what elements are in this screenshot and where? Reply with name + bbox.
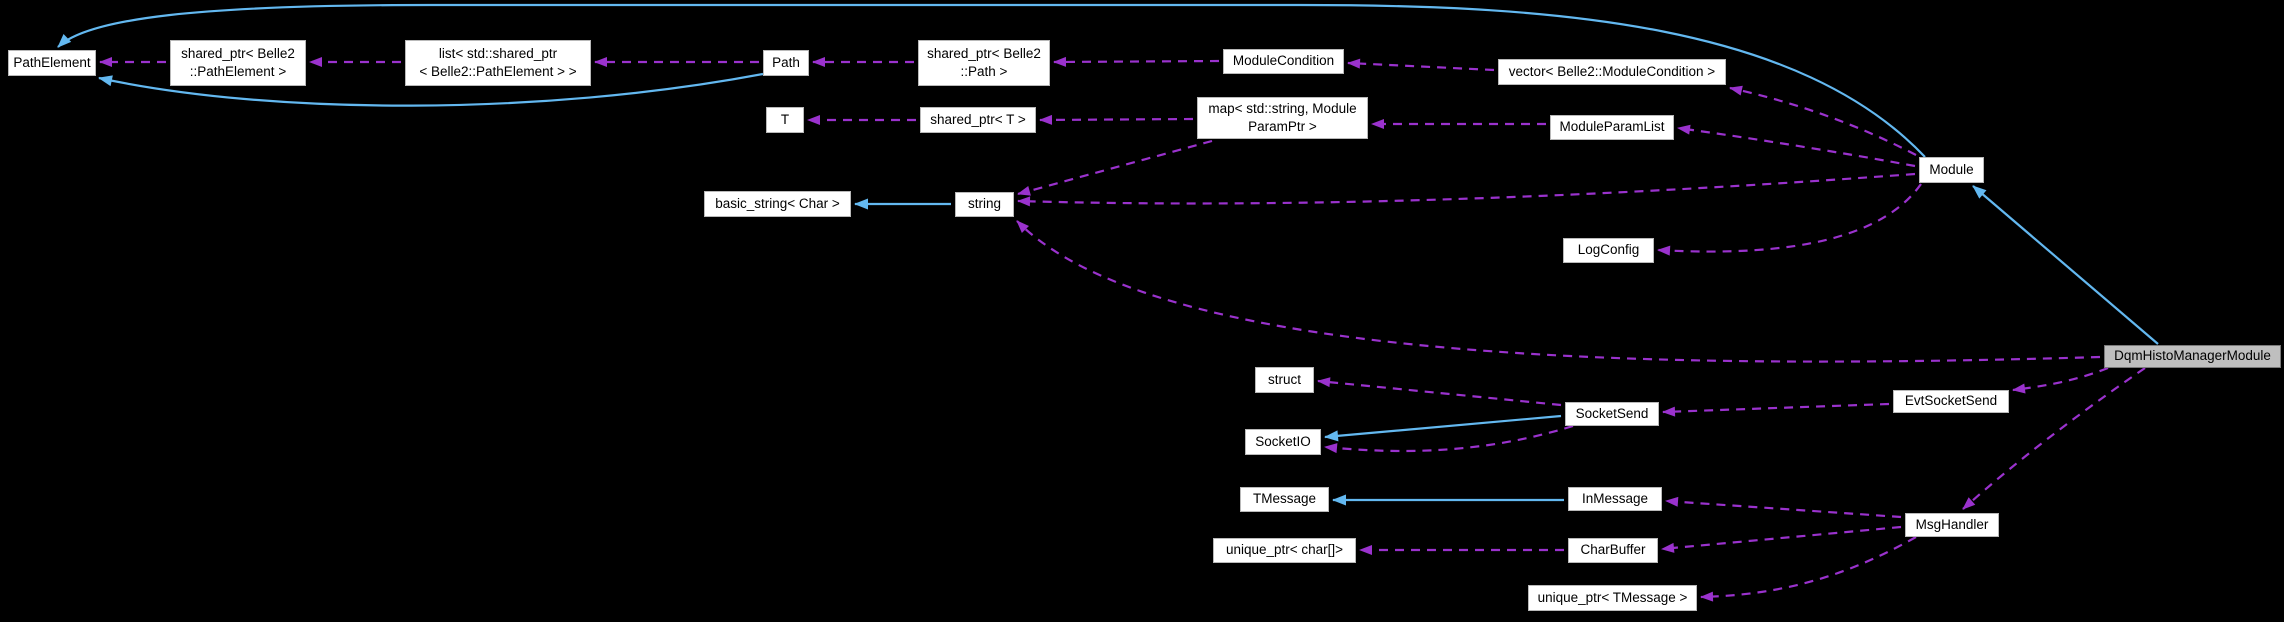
class-node-in_message[interactable]: InMessage <box>1568 487 1662 511</box>
edge-socket_send-socket_io-inheritance <box>1324 414 1562 442</box>
class-node-evt_socket_send[interactable]: EvtSocketSend <box>1893 390 2009 413</box>
edge-map_param-string-usage <box>1017 139 1213 196</box>
class-node-basic_string[interactable]: basic_string< Char > <box>704 191 851 217</box>
class-node-sp_path_element[interactable]: shared_ptr< Belle2 ::PathElement > <box>170 40 306 86</box>
class-node-sp_path[interactable]: shared_ptr< Belle2 ::Path > <box>918 40 1050 86</box>
class-node-char_buffer[interactable]: CharBuffer <box>1568 538 1658 563</box>
edge-dqm-string-usage <box>1016 220 2101 363</box>
edge-module-vector_mc-usage <box>1729 85 1917 156</box>
class-node-unique_ptr_char[interactable]: unique_ptr< char[]> <box>1213 538 1356 563</box>
class-node-log_config[interactable]: LogConfig <box>1563 238 1654 263</box>
class-node-string[interactable]: string <box>955 192 1014 217</box>
edge-path-path_element-inheritance <box>98 72 764 107</box>
edge-msg_handler-in_message-usage <box>1665 496 1902 519</box>
class-node-vector_mc[interactable]: vector< Belle2::ModuleCondition > <box>1498 59 1726 85</box>
edge-dqm-module-inheritance <box>1972 185 2159 345</box>
edge-dqm-evt_socket_send-usage <box>2012 366 2109 394</box>
class-node-path_element[interactable]: PathElement <box>8 50 96 76</box>
edge-msg_handler-unique_ptr_tmessage-usage <box>1700 536 1917 602</box>
edge-socket_send-struct-usage <box>1317 377 1562 407</box>
edge-msg_handler-char_buffer-usage <box>1661 525 1902 553</box>
class-node-socket_send[interactable]: SocketSend <box>1565 402 1659 426</box>
class-node-struct[interactable]: struct <box>1255 367 1314 393</box>
class-node-msg_handler[interactable]: MsgHandler <box>1905 513 1999 537</box>
edge-evt_socket_send-socket_send-usage <box>1662 402 1890 417</box>
class-node-module_condition[interactable]: ModuleCondition <box>1223 49 1344 74</box>
class-node-dqm[interactable]: DqmHistoManagerModule <box>2104 345 2281 368</box>
class-node-list_sp[interactable]: list< std::shared_ptr < Belle2::PathElem… <box>405 40 591 86</box>
edge-map_param-sp_t-usage <box>1039 114 1194 125</box>
class-node-map_param[interactable]: map< std::string, Module ParamPtr > <box>1197 97 1368 139</box>
class-node-socket_io[interactable]: SocketIO <box>1245 429 1321 455</box>
class-node-t[interactable]: T <box>766 107 804 133</box>
edge-module-string-usage <box>1017 172 1916 207</box>
edge-module_condition-sp_path-usage <box>1053 56 1220 67</box>
class-node-module_param_list[interactable]: ModuleParamList <box>1550 115 1674 140</box>
edge-module-module_param_list-usage <box>1677 124 1916 168</box>
edge-socket_send-socket_io-usage <box>1324 424 1574 454</box>
class-node-path[interactable]: Path <box>763 50 809 76</box>
class-node-sp_t[interactable]: shared_ptr< T > <box>920 107 1036 133</box>
edge-module-log_config-usage <box>1657 183 1922 256</box>
class-node-module[interactable]: Module <box>1919 157 1984 183</box>
class-node-unique_ptr_tmessage[interactable]: unique_ptr< TMessage > <box>1528 585 1697 611</box>
edge-vector_mc-module_condition-usage <box>1347 58 1495 72</box>
class-node-t_message[interactable]: TMessage <box>1240 487 1329 512</box>
edge-module-path_element-inheritance <box>57 3 1926 158</box>
